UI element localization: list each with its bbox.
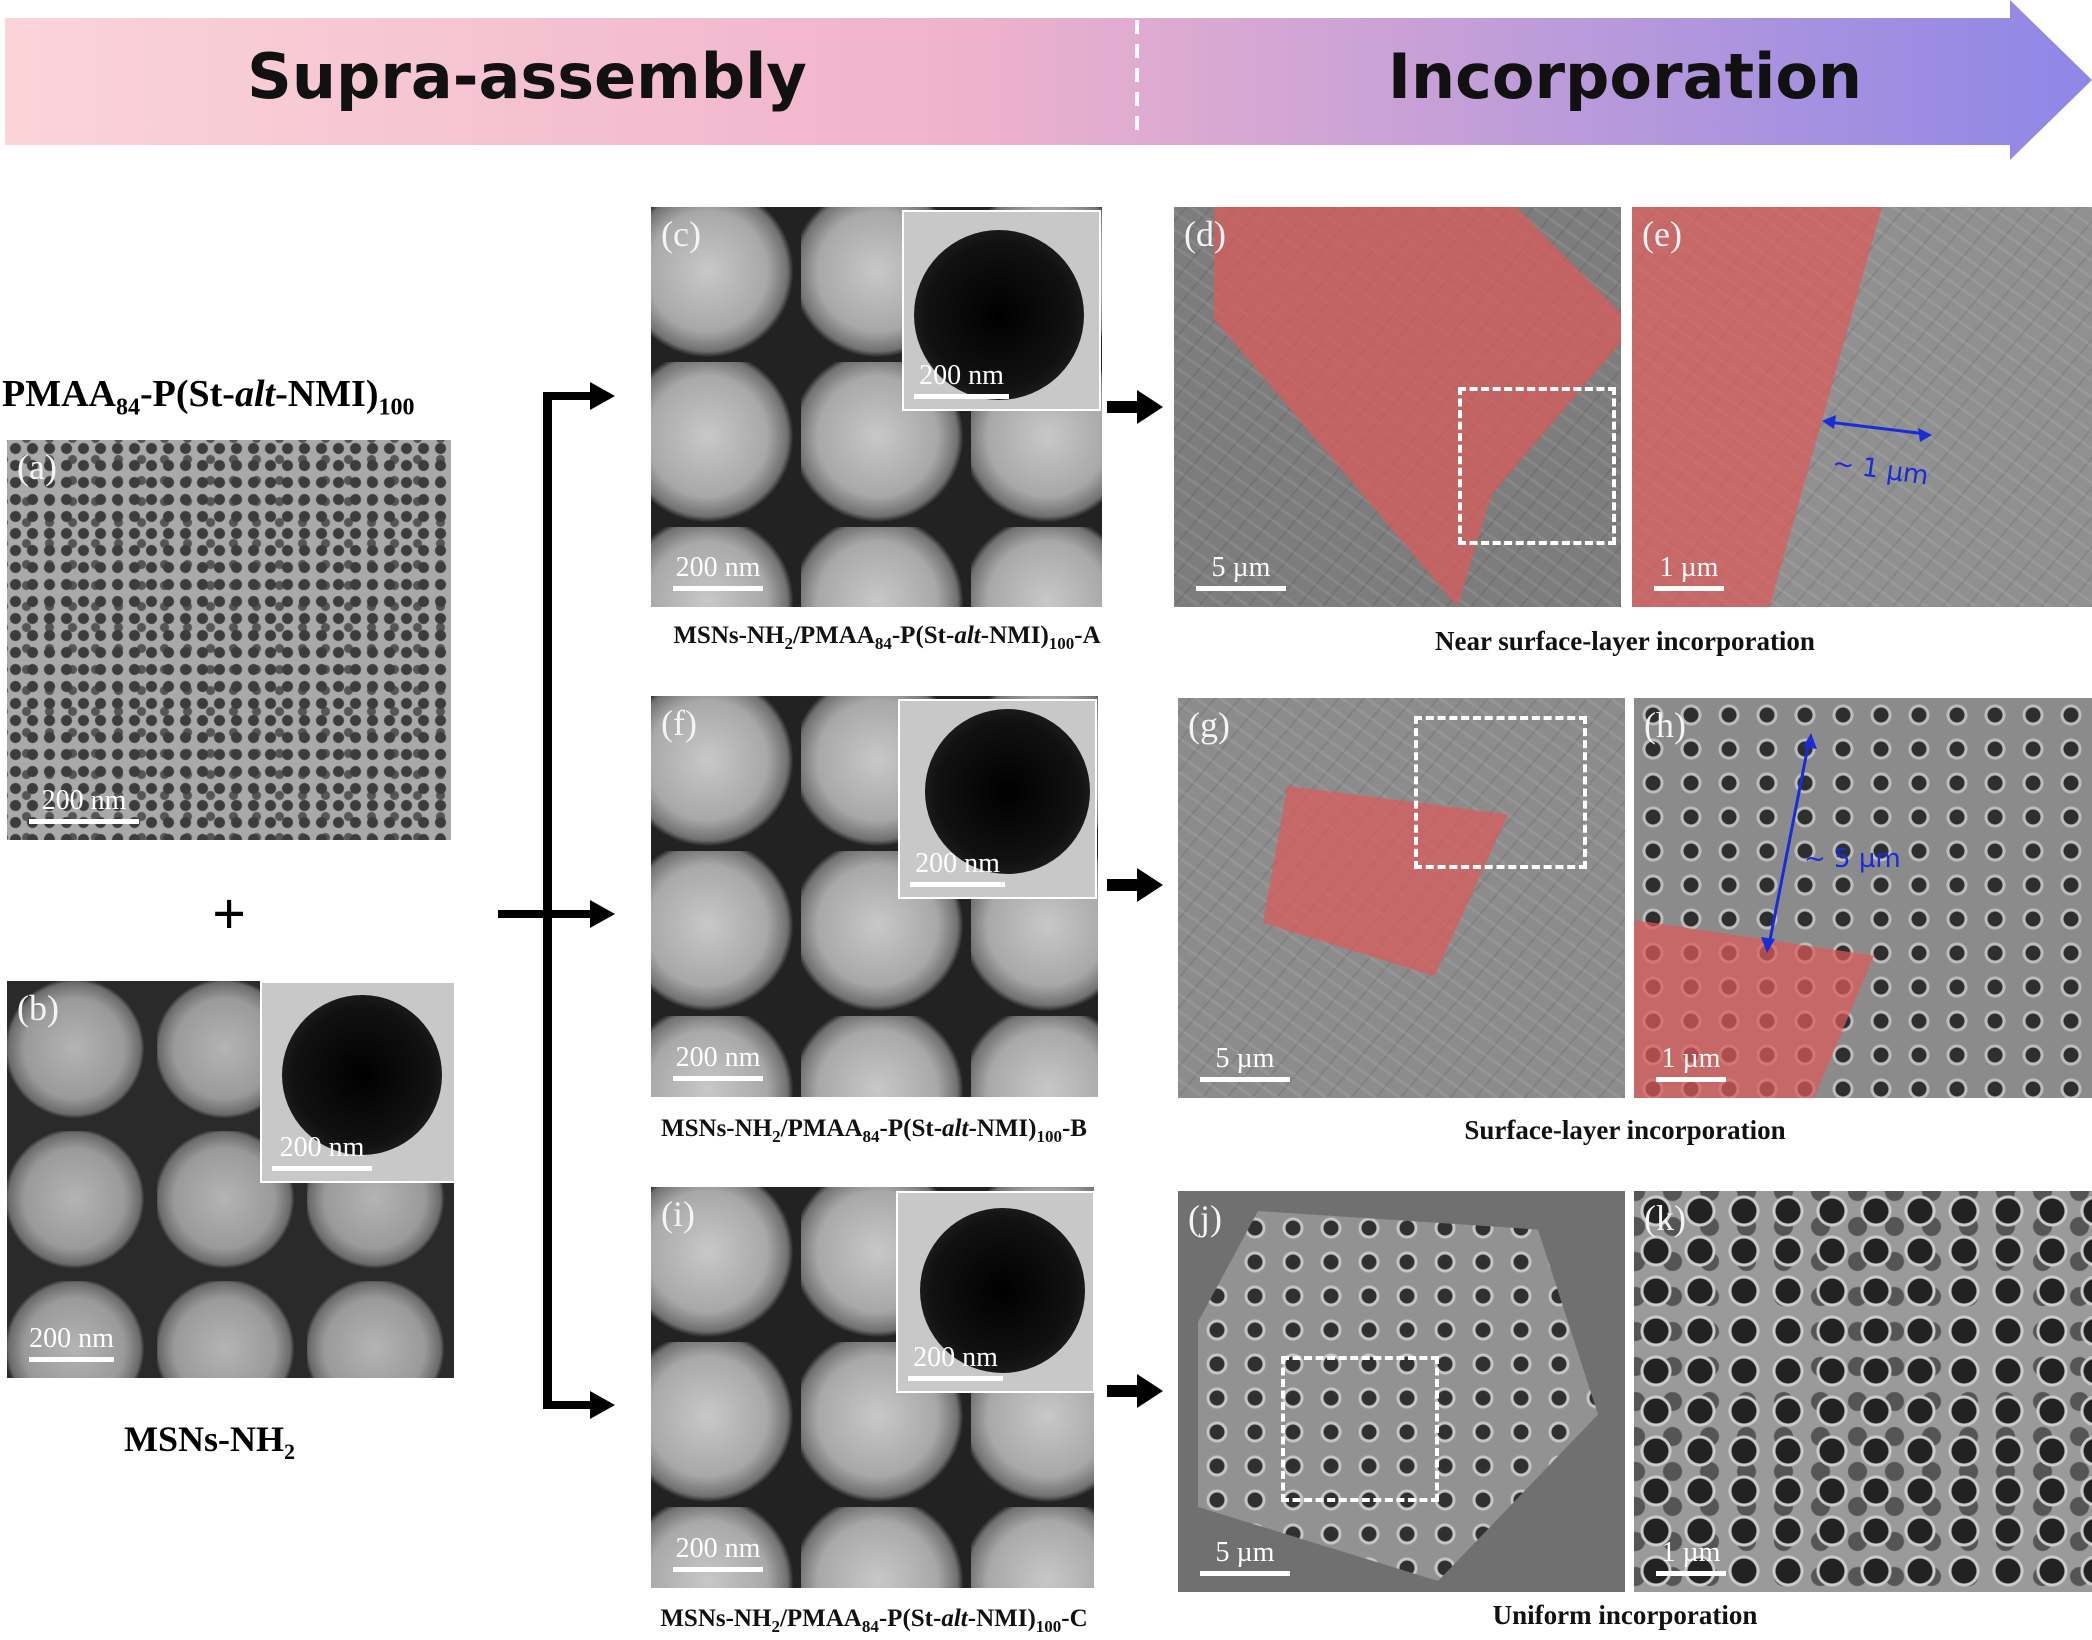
thickness-annotation: ~ 5 µm xyxy=(1804,844,1901,874)
tem-inset: 200 nm xyxy=(896,1191,1094,1393)
thickness-arrow xyxy=(1822,415,1932,442)
caption-row1: Near surface-layer incorporation xyxy=(1435,626,1815,656)
scale-bar: 1 µm xyxy=(1656,1537,1726,1576)
panel-g-sem-image: (g) 5 µm xyxy=(1178,698,1625,1098)
tem-inset: 200 nm xyxy=(902,210,1101,411)
scale-bar: 200 nm xyxy=(673,1533,763,1572)
zoom-region-box xyxy=(1458,387,1616,545)
process-arrow-banner xyxy=(5,0,2092,160)
panel-h-sem-image: (h) ~ 5 µm 1 µm xyxy=(1634,698,2092,1098)
caption-row2: Surface-layer incorporation xyxy=(1464,1115,1786,1145)
panel-label: (f) xyxy=(661,703,697,743)
panel-label: (a) xyxy=(17,447,57,487)
panel-i-sem-image: (i) 200 nm 200 nm xyxy=(651,1187,1094,1588)
panel-label: (h) xyxy=(1644,705,1686,745)
panel-c-sem-image: (c) 200 nm 200 nm xyxy=(651,207,1102,607)
panel-label: (k) xyxy=(1644,1198,1686,1238)
copolymer-title: PMAA84-P(St-alt-NMI)100 xyxy=(2,373,415,421)
caption-sample-a: MSNs-NH2/PMAA84-P(St-alt-NMI)100-A xyxy=(673,622,1101,653)
thickness-annotation: ~ 1 µm xyxy=(1830,448,1931,492)
zoom-region-box xyxy=(1414,716,1587,869)
stage-supra-assembly: Supra-assembly xyxy=(247,40,807,113)
arrow-right-icon xyxy=(1107,868,1163,902)
panel-label: (g) xyxy=(1188,705,1230,745)
panel-a-tem-image: (a) 200 nm xyxy=(7,440,451,840)
msns-label: MSNs-NH2 xyxy=(124,1419,295,1465)
scale-bar: 200 nm xyxy=(673,1042,763,1081)
panel-label: (c) xyxy=(661,214,701,254)
panel-label: (e) xyxy=(1642,214,1682,254)
zoom-region-box xyxy=(1281,1356,1439,1502)
scale-bar: 200 nm xyxy=(29,1323,114,1362)
thickness-arrow xyxy=(1761,733,1817,953)
arrow-right-icon xyxy=(1107,1374,1163,1408)
scale-bar: 200 nm xyxy=(673,552,763,591)
panel-label: (i) xyxy=(661,1194,695,1234)
panel-j-sem-image: (j) 5 µm xyxy=(1178,1191,1625,1592)
panel-label: (b) xyxy=(17,988,59,1028)
stage-incorporation: Incorporation xyxy=(1387,40,1863,113)
plus-sign: + xyxy=(212,881,247,947)
branch-arrows xyxy=(498,382,615,1419)
panel-label: (d) xyxy=(1184,214,1226,254)
panel-d-sem-image: (d) 5 µm xyxy=(1174,207,1621,607)
panel-b-sem-image: (b) 200 nm 200 nm xyxy=(7,981,454,1378)
panel-e-sem-image: (e) ~ 1 µm 1 µm xyxy=(1632,207,2092,607)
scale-bar: 200 nm xyxy=(29,785,139,824)
scale-bar: 5 µm xyxy=(1196,552,1286,591)
panel-label: (j) xyxy=(1188,1198,1222,1238)
tem-inset: 200 nm xyxy=(260,981,454,1183)
polymer-overlay xyxy=(1632,207,1882,607)
scale-bar: 5 µm xyxy=(1200,1043,1290,1082)
scale-bar: 1 µm xyxy=(1654,552,1724,591)
panel-f-sem-image: (f) 200 nm 200 nm xyxy=(651,696,1098,1097)
arrow-right-icon xyxy=(1107,390,1163,424)
scale-bar: 1 µm xyxy=(1656,1043,1726,1082)
panel-k-sem-image: (k) 1 µm xyxy=(1634,1191,2092,1592)
caption-sample-b: MSNs-NH2/PMAA84-P(St-alt-NMI)100-B xyxy=(661,1115,1087,1146)
caption-sample-c: MSNs-NH2/PMAA84-P(St-alt-NMI)100-C xyxy=(660,1605,1088,1636)
tem-inset: 200 nm xyxy=(898,699,1097,899)
caption-row3: Uniform incorporation xyxy=(1492,1600,1758,1630)
scale-bar: 5 µm xyxy=(1200,1537,1290,1576)
